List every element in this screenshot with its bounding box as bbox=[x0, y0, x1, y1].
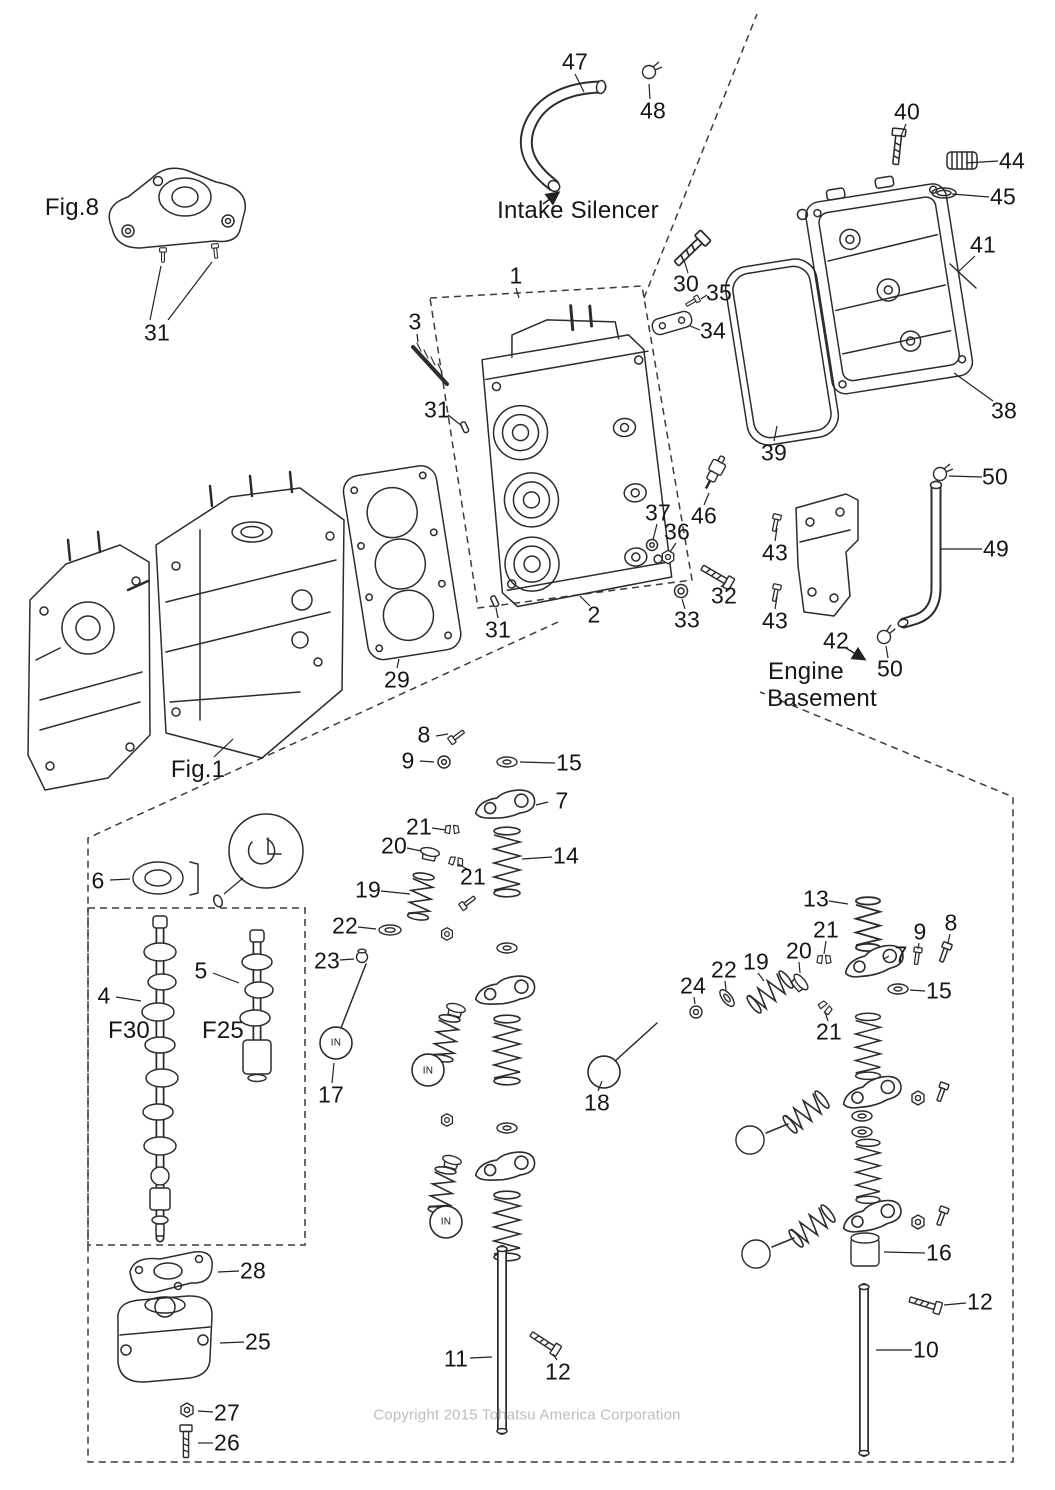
valve-train-center bbox=[319, 727, 563, 1435]
thermostat-housing bbox=[117, 1295, 213, 1383]
engine-basement-parts bbox=[769, 463, 954, 646]
valve-lifter bbox=[850, 1232, 880, 1267]
fig8-part bbox=[108, 167, 246, 263]
camshaft-bearing bbox=[132, 861, 184, 895]
cover-fasteners bbox=[888, 127, 978, 289]
spark-plug bbox=[704, 455, 727, 490]
thermostat-group bbox=[117, 1251, 213, 1459]
stud-bolt-3 bbox=[411, 342, 449, 386]
head-cover bbox=[796, 175, 974, 395]
thermostat-gasket bbox=[129, 1251, 213, 1294]
pointer-arrows bbox=[542, 191, 867, 661]
cover-gasket bbox=[724, 258, 840, 446]
cylinder-head bbox=[411, 229, 736, 608]
camshaft-group bbox=[132, 813, 304, 1243]
head-gasket bbox=[342, 465, 462, 661]
intake-hose bbox=[519, 61, 663, 193]
camshaft-f30 bbox=[141, 915, 179, 1243]
detail-circle bbox=[228, 813, 304, 889]
valve-train-right bbox=[587, 896, 954, 1457]
dashed-boundaries bbox=[87, 13, 1014, 1463]
camshaft-f25 bbox=[239, 929, 274, 1083]
engine-block bbox=[27, 470, 345, 791]
leader-lines bbox=[109, 73, 999, 1444]
